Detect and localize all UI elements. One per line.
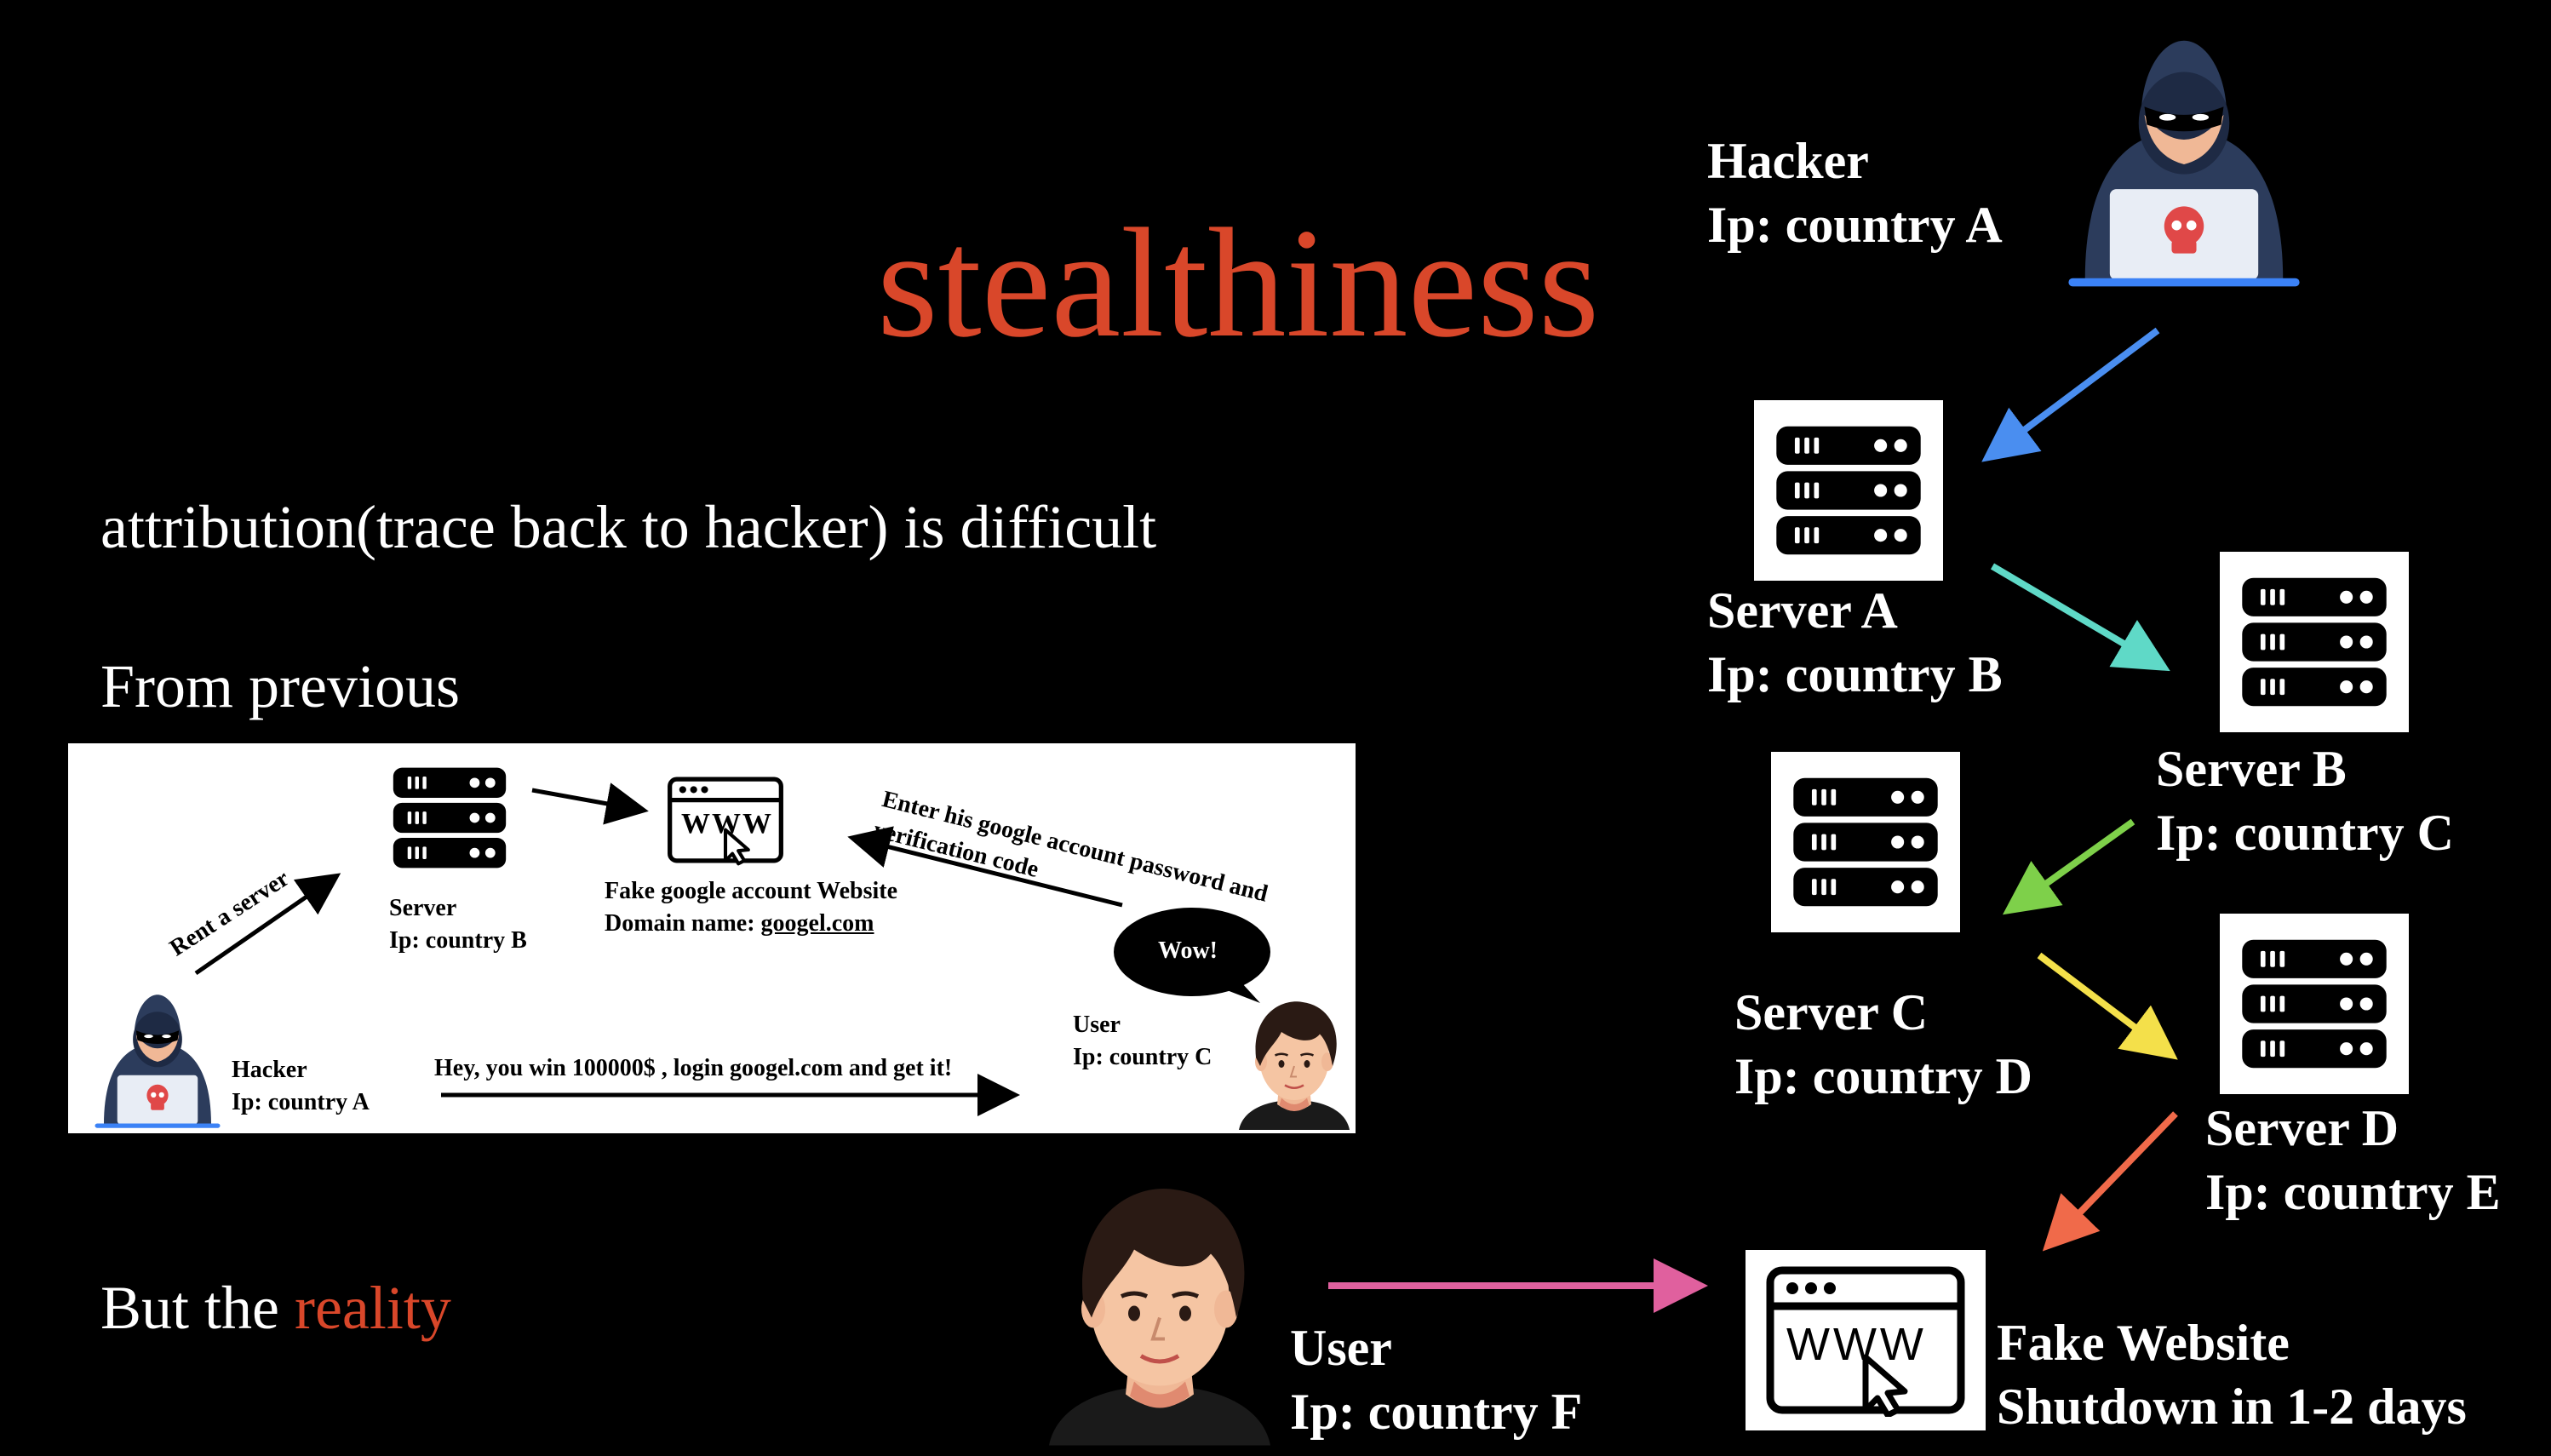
fake-website-box: WWW	[1746, 1250, 1986, 1430]
user-icon	[1032, 1162, 1287, 1456]
domain-prefix: Domain name:	[605, 910, 761, 937]
www-text: WWW	[1786, 1319, 1927, 1370]
server-icon	[1789, 774, 1942, 910]
server-a-box	[1754, 400, 1943, 581]
server-name: Server	[389, 895, 457, 921]
previous-diagram: WWW Rent a server Server Ip: country B F…	[68, 743, 1356, 1133]
server-d-label: Server D Ip: country E	[2205, 1097, 2501, 1224]
domain-line: Domain name: googel.com	[605, 912, 874, 936]
server-d-ip: Ip: country E	[2205, 1164, 2501, 1220]
server-b-box	[2220, 552, 2409, 732]
server-b-label: Server B Ip: country C	[2156, 737, 2454, 865]
arrow-server-d-to-website	[2042, 1111, 2178, 1252]
server-b-name: Server B	[2156, 741, 2347, 797]
wow-text: Wow!	[1158, 937, 1218, 964]
hacker-ip: Ip: country A	[232, 1089, 370, 1115]
reality-prefix: But the	[100, 1274, 295, 1342]
user-label: User Ip: country F	[1290, 1316, 1582, 1444]
page-title: stealthiness	[877, 196, 1600, 370]
server-to-site-arrow	[531, 782, 649, 825]
hacker-label-ip: Ip: country A	[1707, 197, 2003, 253]
hacker-label: Hacker Ip: country A	[1707, 129, 2003, 257]
arrow-hacker-to-server-a	[1981, 327, 2160, 462]
hacker-label-name: Hacker	[1707, 133, 1869, 189]
server-a-name: Server A	[1707, 582, 1898, 639]
user-to-site-arrow	[847, 826, 1123, 908]
attribution-text: attribution(trace back to hacker) is dif…	[100, 493, 1157, 561]
server-d-box	[2220, 914, 2409, 1094]
server-c-ip: Ip: country D	[1734, 1048, 2033, 1104]
user-name: User	[1290, 1320, 1392, 1376]
server-a-ip: Ip: country B	[1707, 646, 2003, 702]
arrow-server-a-to-server-b	[1990, 563, 2170, 672]
speech-bubble-icon	[1114, 908, 1270, 996]
domain-link[interactable]: googel.com	[760, 910, 874, 937]
reality-text: But the reality	[100, 1277, 451, 1338]
server-icon	[1772, 422, 1925, 559]
hacker-icon	[2044, 32, 2325, 296]
server-a-label: Server A Ip: country B	[1707, 579, 2003, 707]
website-name: Fake google account Website	[605, 878, 898, 904]
arrow-server-b-to-server-c	[2002, 818, 2135, 915]
reality-word: reality	[295, 1274, 451, 1342]
server-b-ip: Ip: country C	[2156, 805, 2455, 861]
website-label: Fake Website Shutdown in 1-2 days	[1997, 1311, 2467, 1439]
rent-arrow	[194, 873, 341, 976]
user-ip: Ip: country C	[1073, 1044, 1212, 1070]
server-c-label: Server C Ip: country D	[1734, 981, 2032, 1109]
server-icon	[2238, 574, 2391, 710]
user-ip: Ip: country F	[1290, 1384, 1583, 1440]
arrow-server-c-to-server-d	[2037, 952, 2178, 1060]
server-ip: Ip: country B	[389, 927, 527, 954]
hacker-name: Hacker	[232, 1057, 307, 1083]
server-icon	[2238, 936, 2391, 1072]
website-status: Shutdown in 1-2 days	[1997, 1379, 2467, 1435]
website-name: Fake Website	[1997, 1315, 2290, 1371]
server-d-name: Server D	[2205, 1100, 2399, 1156]
server-c-name: Server C	[1734, 984, 1929, 1040]
from-previous-text: From previous	[100, 652, 460, 720]
www-text: WWW	[681, 808, 773, 840]
user-name: User	[1073, 1012, 1121, 1038]
server-c-box	[1771, 752, 1960, 932]
message-text: Hey, you win 100000$ , login googel.com …	[434, 1055, 953, 1081]
previous-arrows	[194, 782, 1270, 1116]
